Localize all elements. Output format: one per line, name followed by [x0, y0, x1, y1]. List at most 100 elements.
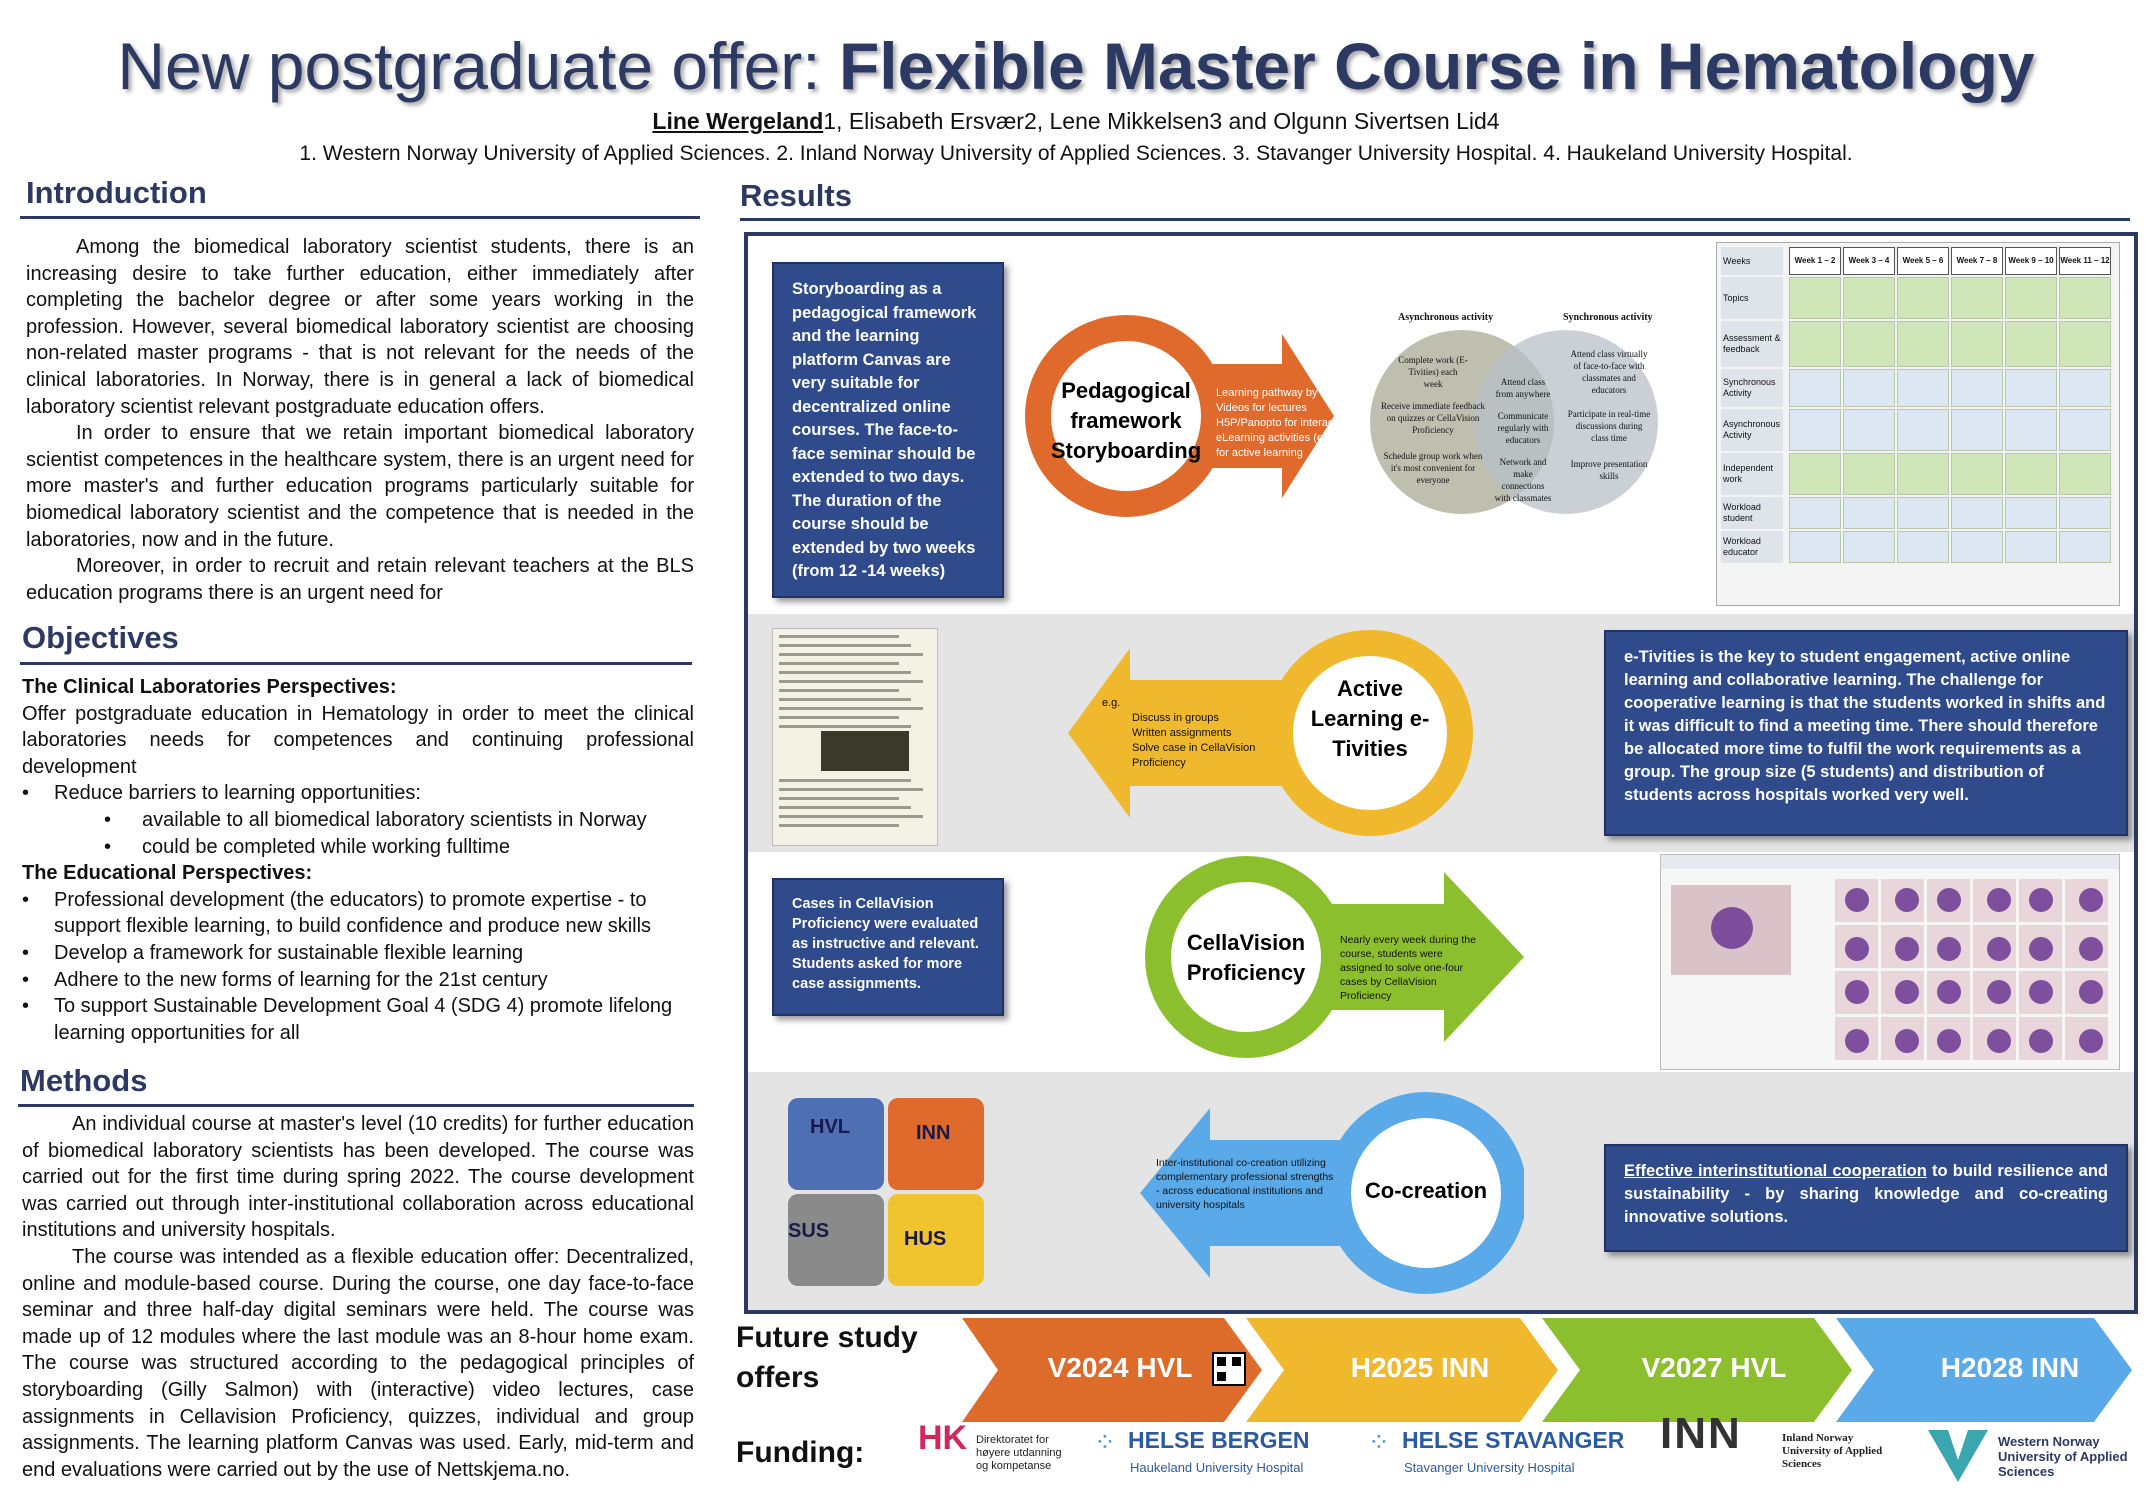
- cell-thumbnail[interactable]: [2065, 925, 2108, 968]
- clinical-heading: The Clinical Laboratories Perspectives:: [22, 676, 397, 698]
- cell-thumbnail[interactable]: [1973, 925, 2016, 968]
- venn-diagram: [1370, 330, 1658, 514]
- objective-sub-bullet: available to all biomedical laboratory s…: [22, 807, 694, 834]
- methods-paragraph-2: The course was intended as a flexible ed…: [22, 1245, 694, 1481]
- box-bold-text: Effective interinstitutional cooperation: [1624, 1162, 1927, 1180]
- future-step-3: V2027 HVL: [1641, 1352, 1787, 1383]
- storyboard-col-header: Week 11 – 12: [2059, 247, 2111, 275]
- edu-bullet: To support Sustainable Development Goal …: [22, 993, 694, 1046]
- other-authors: 1, Elisabeth Ersvær2, Lene Mikkelsen3 an…: [823, 108, 1500, 134]
- template-line: [779, 716, 899, 719]
- cell-nucleus: [1937, 888, 1961, 912]
- cell-preview: [1671, 885, 1791, 975]
- cell-thumbnail[interactable]: [1927, 925, 1970, 968]
- future-step-1: V2024 HVL: [1047, 1352, 1193, 1383]
- cellavision-screenshot: [1660, 854, 2120, 1070]
- qr-mark: [1217, 1372, 1226, 1381]
- cell-thumbnail[interactable]: [1835, 1017, 1878, 1060]
- cell-thumbnail[interactable]: [1973, 971, 2016, 1014]
- storyboarding-circle-label: Pedagogical framework Storyboarding: [1050, 378, 1202, 463]
- template-line: [779, 653, 923, 656]
- template-line: [779, 824, 899, 827]
- results-panel: Storyboarding as a pedagogical framework…: [744, 232, 2138, 1314]
- helse-dots-icon: ⁘: [1368, 1427, 1390, 1457]
- methods-body: An individual course at master's level (…: [22, 1111, 694, 1483]
- cell-thumbnail[interactable]: [2019, 1017, 2062, 1060]
- venn-overlap-items: Attend class from anywhere Communicate r…: [1493, 376, 1553, 504]
- cell-thumbnail[interactable]: [1835, 925, 1878, 968]
- venn-async-items: Complete work (E-Tivities) each week Rec…: [1378, 354, 1488, 486]
- cell-thumbnail[interactable]: [2065, 1017, 2108, 1060]
- storyboarding-summary-box: Storyboarding as a pedagogical framework…: [772, 262, 1004, 598]
- cell-thumbnail[interactable]: [1835, 971, 1878, 1014]
- cellavision-diagram: [1145, 856, 1524, 1058]
- cell-nucleus: [1987, 1029, 2011, 1053]
- cell-thumbnail[interactable]: [1881, 971, 1924, 1014]
- arrow-item: Solve case in CellaVision Proficiency: [1132, 742, 1256, 769]
- cell-nucleus: [1937, 1029, 1961, 1053]
- storyboard-cell: [1951, 321, 2003, 367]
- storyboard-cell: [2059, 453, 2111, 495]
- cell-thumbnail[interactable]: [1881, 1017, 1924, 1060]
- cell-thumbnail[interactable]: [1927, 971, 1970, 1014]
- author-line: Line Wergeland1, Elisabeth Ersvær2, Lene…: [0, 108, 2152, 135]
- storyboard-cell: [2059, 277, 2111, 319]
- arrow-item: Written assignments: [1132, 727, 1232, 739]
- venn-sync-circle: [1474, 330, 1658, 514]
- cell-nucleus: [2029, 888, 2053, 912]
- qr-mark: [1217, 1357, 1226, 1366]
- box-text: active online learning and collaborative…: [1624, 648, 2106, 804]
- puzzle-graphic: [788, 1098, 984, 1286]
- hkdir-logo-text: Direktoratet for høyere utdanning og kom…: [976, 1434, 1062, 1472]
- cell-thumbnail[interactable]: [2065, 971, 2108, 1014]
- cell-thumbnail[interactable]: [2019, 925, 2062, 968]
- arrow-prefix: e.g.: [1102, 697, 1121, 709]
- cell-thumbnail[interactable]: [1881, 879, 1924, 922]
- cell-thumbnail[interactable]: [2019, 879, 2062, 922]
- cell-thumbnail[interactable]: [1973, 1017, 2016, 1060]
- title-regular: New postgraduate offer:: [117, 29, 839, 103]
- cell-nucleus: [2079, 888, 2103, 912]
- storyboard-cell: [1951, 497, 2003, 529]
- storyboard-row-label: Workload student: [1721, 497, 1783, 529]
- cocreation-arrow-text: Inter-institutional co-creation utilizin…: [1156, 1157, 1334, 1211]
- cell-thumbnail[interactable]: [1973, 879, 2016, 922]
- storyboard-col-header: Week 7 – 8: [1951, 247, 2003, 275]
- arrow-item: Learning pathway by Canvas: [1216, 387, 1358, 399]
- hk-mark-icon: HK: [918, 1419, 968, 1457]
- inn-mark: INN: [1660, 1409, 1742, 1458]
- puzzle-piece-hvl: [788, 1098, 884, 1190]
- etivities-circle-label: Active Learning e-Tivities: [1310, 676, 1430, 761]
- cell-thumbnail[interactable]: [1881, 925, 1924, 968]
- storyboard-cell: [1789, 369, 1841, 407]
- hvl-mark-icon: [1928, 1430, 1988, 1482]
- storyboard-cell: [1789, 277, 1841, 319]
- storyboard-col-header: Week 9 – 10: [2005, 247, 2057, 275]
- storyboard-cell: [1951, 531, 2003, 563]
- storyboarding-arrow-text: Learning pathway by Canvas Videos for le…: [1216, 386, 1366, 461]
- methods-divider: [18, 1104, 694, 1107]
- objective-bullet: Reduce barriers to learning opportunitie…: [22, 780, 694, 807]
- venn-item: Improve presentation skills: [1570, 459, 1648, 481]
- storyboard-cell: [1843, 531, 1895, 563]
- cell-thumbnail[interactable]: [1835, 879, 1878, 922]
- template-line: [779, 662, 899, 665]
- storyboarding-diagram: [1025, 315, 1334, 517]
- venn-item: Network and make connections with classm…: [1494, 457, 1552, 503]
- etivity-template-image: [772, 628, 938, 846]
- template-line: [779, 725, 911, 728]
- screenshot-toolbar: [1661, 855, 2119, 869]
- cell-nucleus: [1895, 980, 1919, 1004]
- cell-thumbnail[interactable]: [2065, 879, 2108, 922]
- storyboard-row-label: Synchronous Activity: [1721, 369, 1783, 407]
- venn-sync-items: Attend class virtually of face-to-face w…: [1566, 348, 1652, 482]
- cell-thumbnail[interactable]: [1927, 1017, 1970, 1060]
- venn-item: Communicate regularly with educators: [1497, 411, 1549, 445]
- storyboard-cell: [1843, 277, 1895, 319]
- cell-thumbnail[interactable]: [2019, 971, 2062, 1014]
- storyboard-cell: [1789, 497, 1841, 529]
- cell-thumbnail[interactable]: [1927, 879, 1970, 922]
- storyboard-col-header: Week 3 – 4: [1843, 247, 1895, 275]
- objective-sub-bullet: could be completed while working fulltim…: [22, 834, 694, 861]
- chevron-2: [1246, 1318, 1558, 1422]
